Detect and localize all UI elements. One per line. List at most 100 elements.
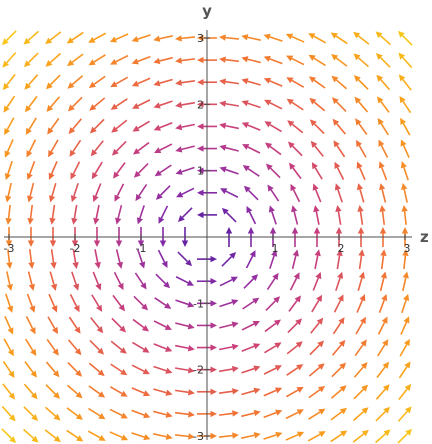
arrow-head <box>175 79 182 86</box>
arrow-head <box>96 304 103 312</box>
arrow-head <box>177 215 185 222</box>
x-tick-label: 3 <box>404 242 411 255</box>
arrow-shaft <box>174 411 189 416</box>
arrow-head <box>331 97 339 105</box>
vector-arrow <box>379 183 387 203</box>
arrow-shaft <box>352 410 365 422</box>
vector-arrow <box>131 432 151 441</box>
arrow-shaft <box>66 384 79 395</box>
arrow-head <box>175 57 182 64</box>
vector-arrow <box>402 271 409 292</box>
vector-arrow <box>91 294 103 312</box>
vector-arrow <box>376 361 389 379</box>
vector-arrow <box>197 189 217 196</box>
arrow-head <box>334 161 341 169</box>
arrow-head <box>67 59 75 67</box>
arrow-shaft <box>358 167 366 181</box>
arrow-shaft <box>94 161 103 175</box>
arrow-shaft <box>174 389 189 394</box>
arrow-head <box>114 194 121 202</box>
vector-arrow <box>89 118 105 134</box>
arrow-shaft <box>380 255 385 270</box>
vector-arrow <box>402 249 409 270</box>
arrow-head <box>6 262 13 270</box>
arrow-head <box>88 81 97 89</box>
arrow-head <box>400 161 407 169</box>
vector-arrow <box>241 343 261 353</box>
vector-arrow <box>289 272 300 291</box>
vector-arrow <box>131 364 150 375</box>
vector-arrow <box>400 139 410 159</box>
arrow-head <box>74 326 81 334</box>
arrow-head <box>26 150 33 158</box>
arrow-shaft <box>263 434 277 440</box>
vector-arrow <box>115 249 123 269</box>
arrow-shaft <box>71 31 84 41</box>
arrow-head <box>7 327 14 335</box>
vector-arrow <box>353 53 370 68</box>
arrow-head <box>339 362 347 370</box>
arrow-head <box>132 125 140 132</box>
vector-arrow <box>92 271 102 291</box>
vector-arrow <box>375 31 392 46</box>
arrow-head <box>339 407 347 415</box>
vector-arrow <box>197 56 217 64</box>
vector-arrow <box>175 79 196 86</box>
vector-arrow <box>310 317 324 334</box>
vector-arrow <box>131 409 151 419</box>
arrow-head <box>330 32 338 39</box>
arrow-shaft <box>269 167 281 179</box>
arrow-head <box>316 317 324 325</box>
arrow-shaft <box>380 145 389 158</box>
arrow-shaft <box>159 143 173 151</box>
arrow-shaft <box>221 256 233 267</box>
arrow-shaft <box>353 366 364 378</box>
arrow-shaft <box>401 299 407 314</box>
arrow-head <box>268 205 275 213</box>
arrow-shaft <box>27 271 33 285</box>
vector-arrow <box>153 343 173 352</box>
vector-arrow <box>308 76 326 89</box>
arrow-shaft <box>289 277 298 291</box>
vector-arrow <box>334 183 343 203</box>
arrow-shaft <box>25 316 34 329</box>
arrow-head <box>8 392 16 400</box>
vector-arrow <box>219 122 239 130</box>
arrow-shaft <box>402 277 407 292</box>
arrow-shaft <box>157 249 166 263</box>
vector-arrow <box>221 207 237 223</box>
arrow-shaft <box>376 366 386 379</box>
arrow-shaft <box>137 34 151 40</box>
arrow-head <box>28 262 35 270</box>
arrow-shaft <box>24 361 34 373</box>
arrow-shaft <box>225 36 240 40</box>
vector-arrow <box>176 187 195 198</box>
vector-arrow <box>331 75 348 90</box>
vector-arrow <box>175 123 195 131</box>
arrow-head <box>23 37 31 45</box>
arrow-shaft <box>93 118 105 130</box>
vector-arrow <box>400 161 409 181</box>
arrow-head <box>176 191 184 198</box>
arrow-shaft <box>308 389 321 399</box>
arrow-head <box>27 217 34 225</box>
arrow-head <box>219 78 226 85</box>
arrow-shaft <box>7 249 11 263</box>
vector-arrow <box>111 140 127 156</box>
arrow-head <box>31 435 39 443</box>
vector-arrow <box>219 321 239 329</box>
arrow-head <box>53 391 61 399</box>
arrow-shaft <box>335 57 348 67</box>
arrow-head <box>116 261 123 269</box>
arrow-shaft <box>247 80 261 86</box>
arrow-head <box>400 117 407 125</box>
vector-arrow <box>44 429 61 443</box>
arrow-shaft <box>7 204 11 219</box>
vector-arrow <box>49 271 58 291</box>
arrow-shaft <box>93 32 107 41</box>
arrow-head <box>355 118 362 126</box>
x-tick-label: 2 <box>338 242 345 255</box>
arrow-shaft <box>137 99 151 107</box>
vector-arrow <box>331 362 347 378</box>
arrow-head <box>286 55 294 62</box>
